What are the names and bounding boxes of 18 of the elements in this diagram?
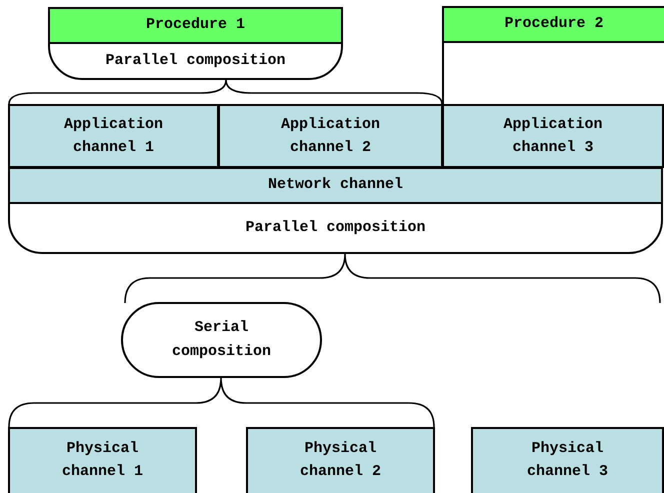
channel-label: Physical channel 1 — [60, 439, 144, 482]
procedure-box — [442, 6, 664, 105]
composition-label: Serial composition — [170, 318, 272, 362]
procedure-box — [48, 7, 343, 80]
composition-label: Parallel composition — [105, 52, 286, 70]
channel-label: Physical channel 2 — [298, 439, 382, 482]
channel-label: Application channel 1 — [62, 114, 164, 158]
channel-box — [471, 427, 664, 493]
channel-header: Network channel — [10, 169, 661, 204]
channel-label: Application channel 3 — [502, 114, 604, 158]
channel-box — [246, 427, 435, 493]
procedure-header: Procedure 1 — [50, 9, 341, 44]
procedure-header: Procedure 2 — [444, 8, 664, 43]
channel-band — [8, 167, 663, 254]
channel-label: Application channel 2 — [280, 114, 382, 158]
composition-label: Parallel composition — [245, 218, 426, 238]
channel-label: Physical channel 3 — [526, 439, 609, 482]
channel-box — [8, 427, 197, 493]
